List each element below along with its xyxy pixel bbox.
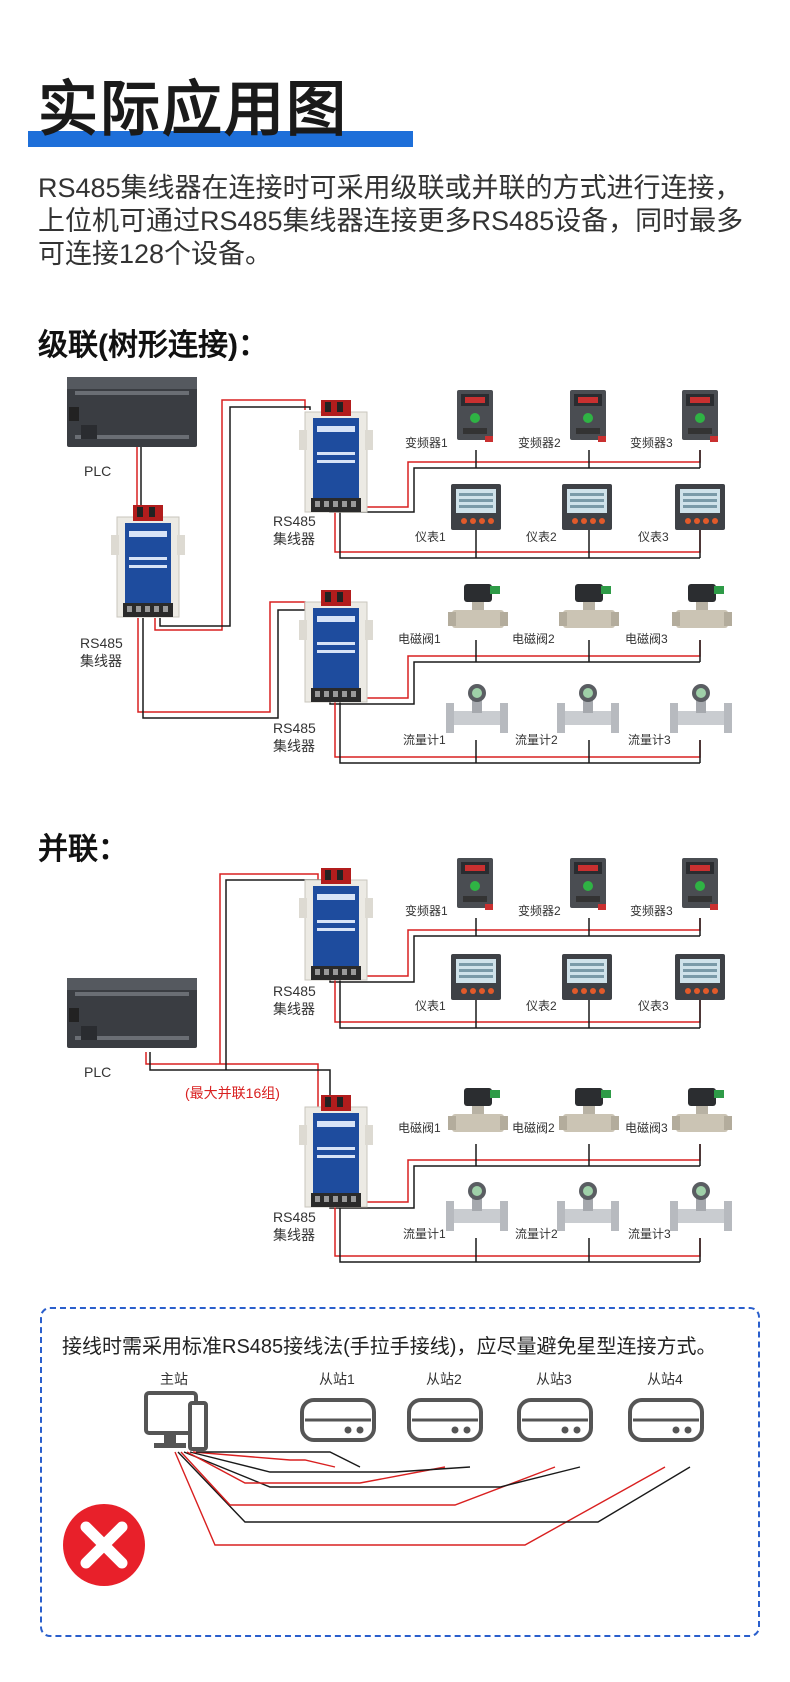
device-label: 电磁阀2 [512, 1120, 555, 1135]
slave-label: 从站3 [536, 1371, 572, 1387]
hub-label-line2: 集线器 [80, 653, 122, 669]
plc-device [67, 377, 197, 447]
valve-device [559, 584, 619, 628]
plc-label: PLC [84, 463, 111, 479]
title-underline [28, 131, 413, 147]
flowmeter-device [446, 684, 508, 733]
rs485-hub [298, 867, 374, 981]
wrong-x-icon [63, 1504, 145, 1586]
device-label: 电磁阀3 [625, 631, 668, 646]
star-wiring-diagram: 主站 从站1 从站2 从站3 从站4 [63, 1371, 704, 1586]
slave-device-icon [628, 1398, 704, 1442]
valve-device [559, 1088, 619, 1132]
inverter-device [457, 858, 493, 910]
device-label: 变频器1 [405, 903, 448, 918]
meter-device [451, 484, 501, 530]
wiring-notice-box [40, 1307, 760, 1637]
device-label: 变频器1 [405, 435, 448, 450]
parallel-note: (最大并联16组) [185, 1085, 280, 1101]
slave-device-icon [517, 1398, 593, 1442]
parallel-diagram: PLC (最大并联16组) RS485 集线器 RS485 集线器 变频器1 变… [67, 858, 732, 1263]
flowmeter-device [446, 1182, 508, 1231]
inverter-device [457, 390, 493, 442]
inverter-device [682, 390, 718, 442]
device-label: 电磁阀3 [625, 1120, 668, 1135]
meter-device [451, 954, 501, 1000]
device-label: 变频器2 [518, 435, 561, 450]
flowmeter-device [557, 684, 619, 733]
intro-text: RS485集线器在连接时可采用级联或并联的方式进行连接，上位机可通过RS485集… [38, 173, 744, 269]
device-label: 流量计1 [403, 733, 446, 747]
cascade-heading: 级联(树形连接)： [38, 329, 268, 362]
meter-device [562, 484, 612, 530]
hub-label-line1: RS485 [273, 720, 316, 736]
plc-device [67, 978, 197, 1048]
device-label: 流量计2 [515, 1227, 558, 1241]
flowmeter-device [670, 1182, 732, 1231]
meter-device [562, 954, 612, 1000]
device-label: 电磁阀1 [398, 1120, 441, 1135]
device-label: 变频器3 [630, 903, 673, 918]
device-label: 变频器3 [630, 435, 673, 450]
device-label: 仪表3 [638, 530, 669, 544]
slave-device-icon [300, 1398, 376, 1442]
device-label: 电磁阀1 [398, 631, 441, 646]
inverter-device [682, 858, 718, 910]
device-label: 仪表1 [415, 530, 446, 544]
valve-device [448, 584, 508, 628]
hub-label-line1: RS485 [273, 983, 316, 999]
plc-label: PLC [84, 1064, 111, 1080]
device-label: 仪表2 [526, 530, 557, 544]
inverter-device [570, 390, 606, 442]
device-label: 流量计3 [628, 733, 671, 747]
hub-label-line1: RS485 [273, 513, 316, 529]
valve-device [672, 1088, 732, 1132]
flowmeter-device [670, 684, 732, 733]
inverter-device [570, 858, 606, 910]
hub-label-line2: 集线器 [273, 738, 315, 754]
meter-device [675, 954, 725, 1000]
parallel-heading: 并联： [38, 833, 128, 866]
flowmeter-device [557, 1182, 619, 1231]
device-label: 流量计3 [628, 1227, 671, 1241]
rs485-hub [110, 504, 186, 618]
hub-label-line2: 集线器 [273, 531, 315, 547]
rs485-hub [298, 1094, 374, 1208]
slave-label: 从站4 [647, 1371, 683, 1387]
device-label: 电磁阀2 [512, 631, 555, 646]
hub-label-line1: RS485 [80, 635, 123, 651]
device-label: 仪表2 [526, 999, 557, 1013]
valve-device [672, 584, 732, 628]
hub-label-line2: 集线器 [273, 1001, 315, 1017]
hub-label-line2: 集线器 [273, 1227, 315, 1243]
hub-label-line1: RS485 [273, 1209, 316, 1225]
device-label: 变频器2 [518, 903, 561, 918]
slave-device-icon [407, 1398, 483, 1442]
device-label: 仪表3 [638, 999, 669, 1013]
cascade-diagram: PLC RS485 集线器 RS485 集线器 RS485 集线器 变频器1 变… [67, 377, 732, 764]
device-label: 流量计2 [515, 733, 558, 747]
wiring-notice: 接线时需采用标准RS485接线法(手拉手接线)，应尽量避免星型连接方式。 [62, 1336, 717, 1358]
rs485-hub [298, 589, 374, 703]
rs485-hub [298, 399, 374, 513]
valve-device [448, 1088, 508, 1132]
slave-label: 从站1 [319, 1371, 355, 1387]
page-title: 实际应用图 [38, 76, 348, 143]
device-label: 仪表1 [415, 999, 446, 1013]
master-computer-icon [144, 1391, 208, 1451]
slave-label: 从站2 [426, 1371, 462, 1387]
meter-device [675, 484, 725, 530]
master-label: 主站 [160, 1371, 188, 1387]
device-label: 流量计1 [403, 1227, 446, 1241]
